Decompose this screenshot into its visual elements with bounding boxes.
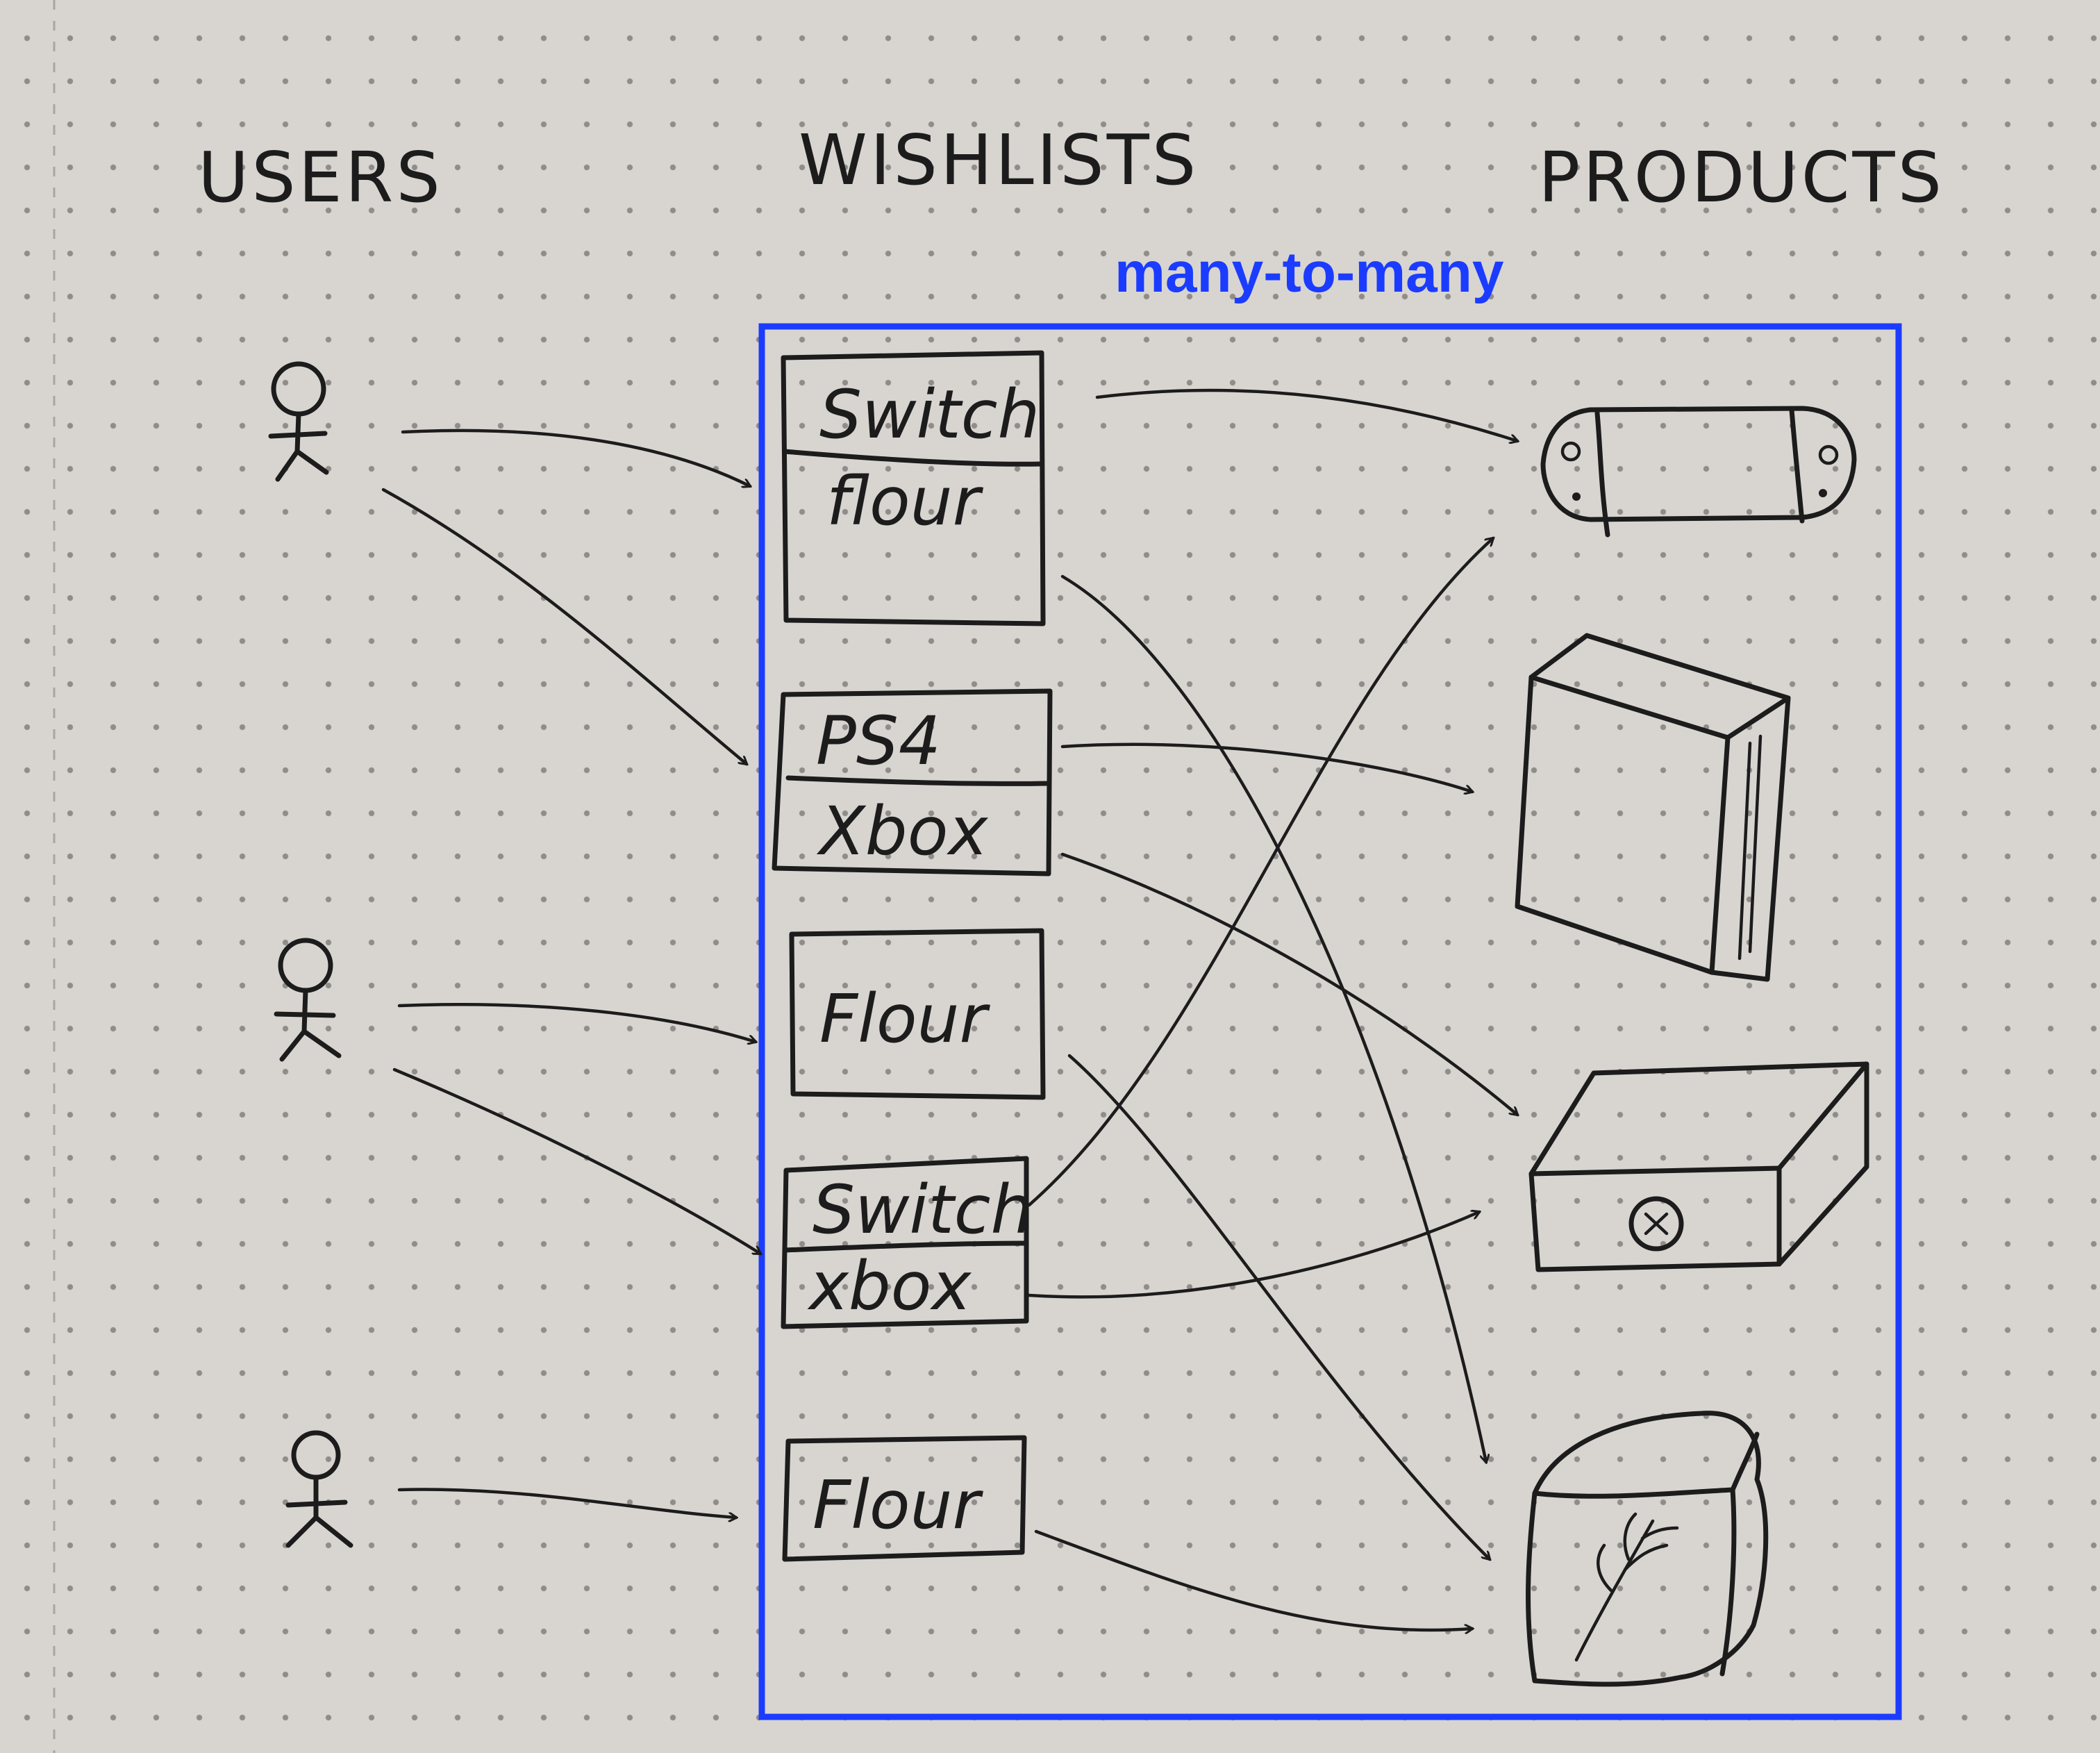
many-to-many-highlight-box: [758, 323, 1902, 1720]
ps4-console-icon: [1515, 633, 1791, 982]
wishlist-item: Flour: [819, 980, 990, 1058]
stick-figure-user-icon: [274, 938, 342, 1062]
wishlist-item: Switch: [812, 1171, 1033, 1249]
wishlist-item: Switch: [819, 376, 1040, 454]
wishlist-box-5: Flour: [782, 1435, 1027, 1562]
wishlist-box-2: PS4 Xbox: [772, 688, 1053, 876]
stick-figure-user-icon: [285, 1430, 353, 1548]
wishlist-item: xbox: [807, 1247, 972, 1325]
wishlist-item: Flour: [812, 1466, 983, 1544]
stick-figure-user-icon: [268, 361, 329, 482]
wishlist-item: flour: [826, 463, 984, 540]
column-header-users: USERS: [198, 137, 443, 218]
wishlist-box-4: Switch xbox: [781, 1156, 1033, 1329]
switch-console-icon: [1540, 406, 1857, 538]
column-header-products: PRODUCTS: [1538, 137, 1944, 218]
relationship-label: many-to-many: [1115, 241, 1504, 304]
wishlist-box-1: Switch flour: [781, 350, 1046, 626]
flour-bag-icon: [1526, 1411, 1769, 1687]
wishlist-item: PS4: [816, 702, 941, 780]
arrows-users-to-wishlists: [381, 429, 760, 1518]
xbox-console-icon: [1528, 1061, 1869, 1272]
wishlist-box-3: Flour: [789, 928, 1046, 1100]
wishlist-item: Xbox: [816, 792, 988, 870]
column-header-wishlists: WISHLISTS: [799, 119, 1199, 201]
arrows-wishlists-to-products: [1027, 388, 1517, 1630]
